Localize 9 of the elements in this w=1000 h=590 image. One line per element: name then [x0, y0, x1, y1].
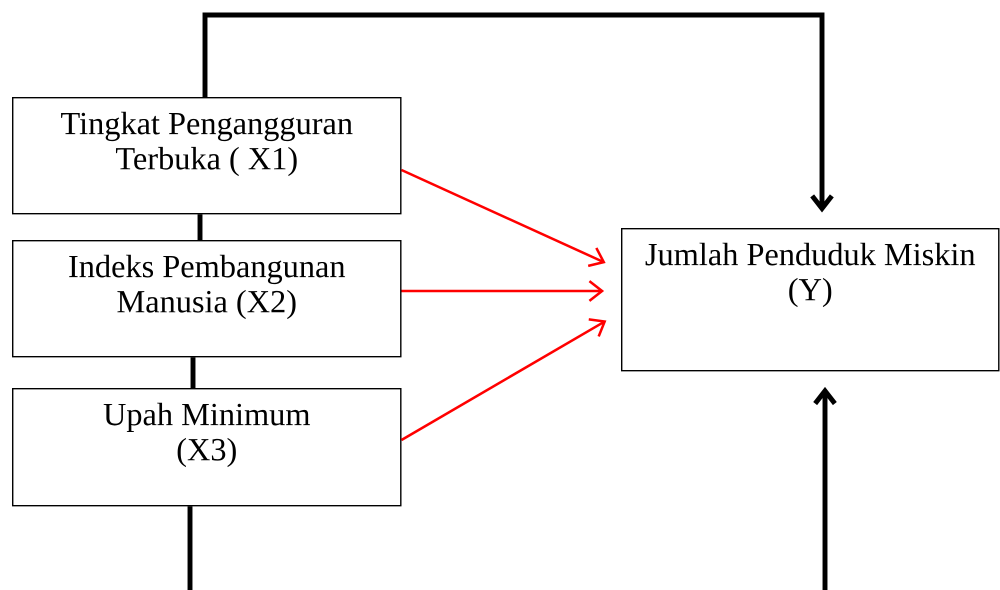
variable-box: Upah Minimum (X3) — [12, 388, 402, 506]
variable-box: Indeks Pembangunan Manusia (X2) — [12, 240, 402, 358]
arrow — [188, 386, 837, 590]
arrow — [202, 12, 834, 213]
variable-box: Tingkat Pengangguran Terbuka ( X1) — [12, 97, 402, 214]
arrow — [400, 318, 606, 442]
arrow — [402, 280, 604, 302]
arrow — [400, 168, 606, 268]
variable-box: Jumlah Penduduk Miskin (Y) — [621, 228, 1000, 372]
